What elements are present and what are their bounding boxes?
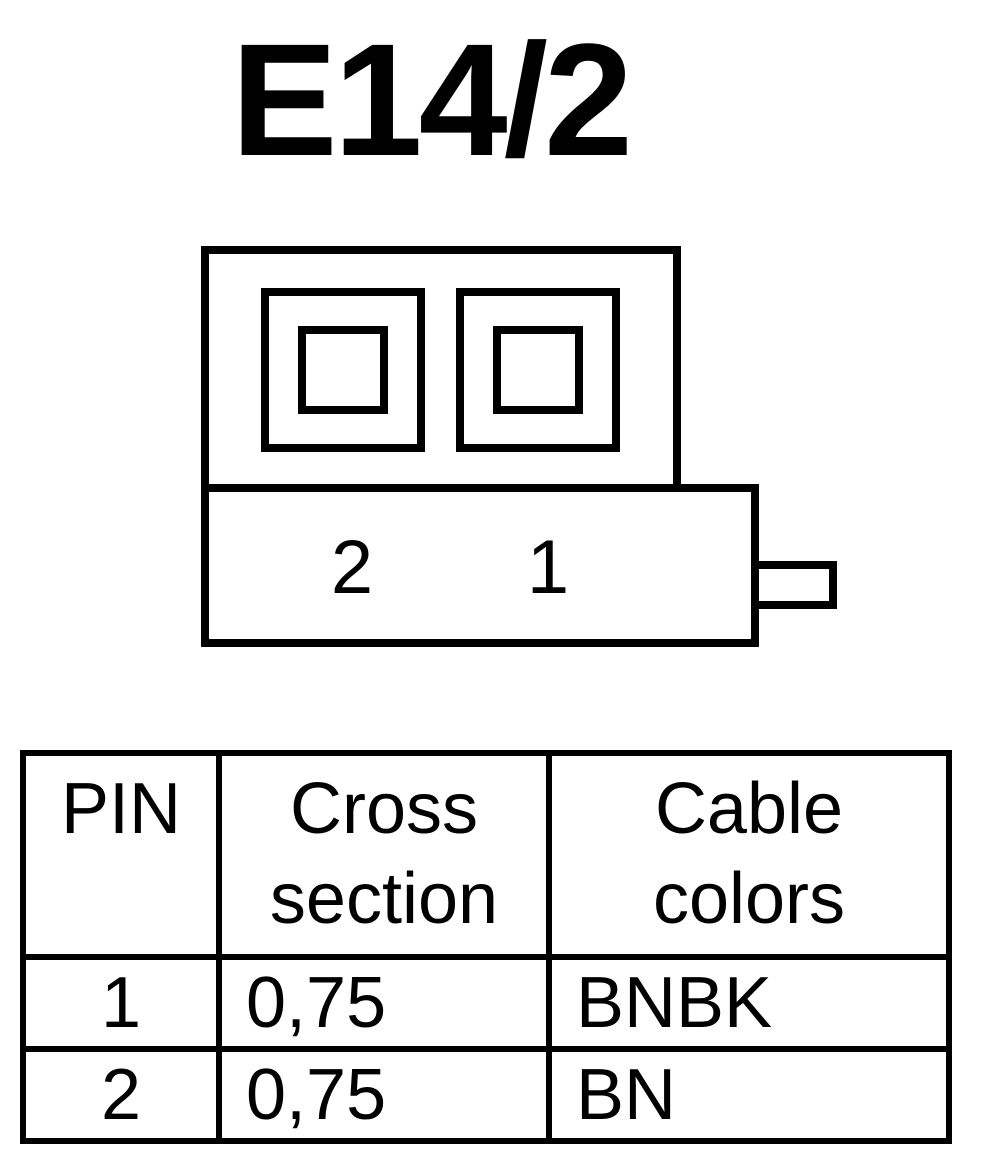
header-cross-section: Cross section [216,750,552,960]
cell-cross-section: 0,75 [216,954,552,1052]
connector-title: E14/2 [230,10,633,189]
pin-1-contact [493,326,583,414]
pin-2-contact [298,326,388,414]
cell-cable-color: BN [546,1046,952,1144]
cell-pin: 1 [20,954,222,1052]
connector-housing-upper [201,246,681,492]
pin-1-cavity [456,288,620,452]
header-cable-colors-line-2: colors [652,859,846,939]
header-pin: PIN [20,750,222,960]
table-row: 1 0,75 BNBK [20,954,952,1052]
connector-latch-tab [751,561,837,609]
pin-assignment-table: PIN Cross section Cable colors 1 0,75 BN… [20,750,952,1144]
header-cable-colors: Cable colors [546,750,952,960]
cell-cable-color: BNBK [546,954,952,1052]
header-cable-colors-line-1: Cable [654,769,844,849]
table-row: 2 0,75 BN [20,1046,952,1144]
header-cross-section-line-2: section [269,859,499,939]
header-cross-section-line-1: Cross [289,769,478,849]
cell-pin: 2 [20,1046,222,1144]
table-header-row: PIN Cross section Cable colors [20,750,952,960]
header-pin-line-1: PIN [60,769,182,849]
connector-diagram: 2 1 [201,246,837,647]
connector-housing-lower [201,484,759,647]
pin-2-cavity [261,288,425,452]
pin-2-label: 2 [331,525,373,610]
cell-cross-section: 0,75 [216,1046,552,1144]
pin-1-label: 1 [527,525,569,610]
